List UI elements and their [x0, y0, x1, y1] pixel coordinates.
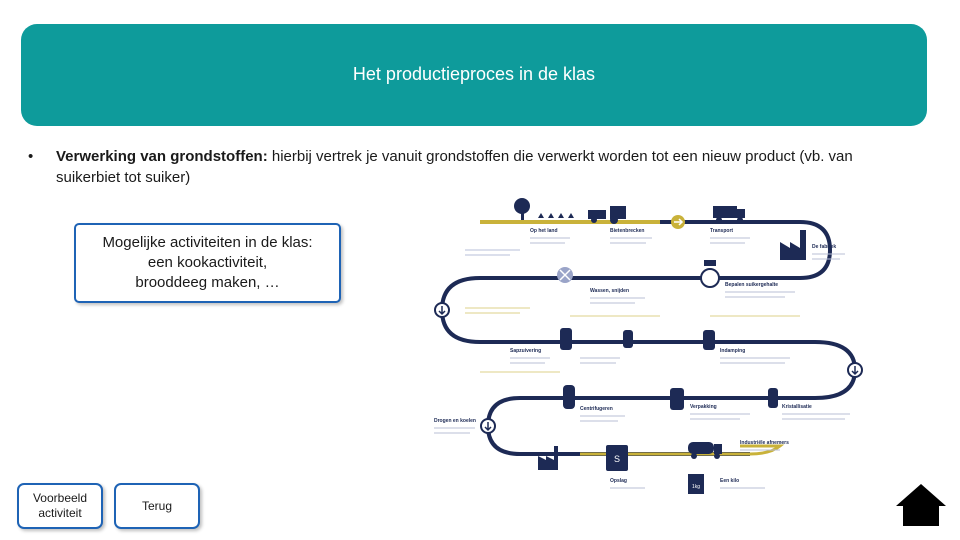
- step-label-13: Industriële afnemers: [740, 440, 789, 446]
- example-activity-label: Voorbeeld activiteit: [33, 491, 87, 521]
- slide-title: Het productieproces in de klas: [352, 63, 596, 84]
- process-path: [439, 220, 858, 456]
- back-button-label: Terug: [141, 498, 173, 513]
- activities-line-2: een kookactiviteit,: [147, 254, 268, 271]
- step-label-15: Verpakking: [690, 404, 717, 410]
- factory-icon-2: [538, 446, 558, 470]
- truck-icon: [713, 206, 745, 223]
- title-banner: Het productieproces in de klas: [21, 24, 927, 126]
- washing-icon: [557, 267, 573, 283]
- storage-silo-icon: S: [606, 445, 628, 471]
- step-label-12: Opslag: [610, 478, 627, 484]
- activities-box: Mogelijke activiteiten in de klas: een k…: [74, 223, 341, 303]
- factory-icon: [780, 230, 806, 260]
- arrow-icon-3: [851, 366, 859, 376]
- example-activity-label-line2: activiteit: [38, 506, 82, 520]
- step-label-9: Kristallisatie: [782, 404, 812, 410]
- tanker-truck-icon: [688, 442, 722, 459]
- step-label-7: Sapzuivering: [510, 348, 541, 354]
- bullet-text: Verwerking van grondstoffen: hierbij ver…: [56, 146, 906, 188]
- step-label-5: Wassen, snijden: [590, 288, 629, 294]
- arrow-icon-4: [484, 422, 492, 432]
- sugar-production-infographic: S 1kg Op het land Bietenbrecken Transpor…: [420, 190, 890, 500]
- step-label-2: Bietenbrecken: [610, 228, 644, 234]
- arrow-icon-1: [674, 218, 684, 226]
- step-label-1: Op het land: [530, 228, 558, 234]
- bullet-symbol: •: [28, 148, 34, 165]
- scale-icon: [700, 260, 720, 288]
- activities-line-1: Mogelijke activiteiten in de klas:: [102, 234, 313, 251]
- tank-icon-6: [768, 388, 778, 408]
- step-label-11: Drogen en koelen: [434, 418, 476, 424]
- sprouts-icon: [538, 213, 574, 218]
- infographic-svg: S 1kg Op het land Bietenbrecken Transpor…: [434, 198, 863, 494]
- tractor-icon: [588, 206, 626, 224]
- back-button[interactable]: Terug: [114, 483, 200, 529]
- tank-icon-5: [670, 388, 684, 410]
- tank-icon-3: [703, 330, 715, 350]
- bullet-description: hierbij vertrek je vanuit grondstoffen d…: [56, 148, 853, 186]
- bullet-bold-label: Verwerking van grondstoffen:: [56, 148, 268, 165]
- step-label-6: Bepalen suikergehalte: [725, 282, 778, 288]
- step-label-8: Indamping: [720, 348, 745, 354]
- activities-line-3: brooddeeg maken, …: [135, 274, 280, 291]
- home-button[interactable]: [894, 481, 948, 529]
- step-label-4: De fabriek: [812, 244, 836, 250]
- arrow-icon-2: [438, 306, 446, 316]
- home-icon: [896, 484, 946, 526]
- step-label-3: Transport: [710, 228, 733, 234]
- tank-icon-4: [563, 385, 575, 409]
- sugar-pack-icon: 1kg: [688, 474, 704, 494]
- note-lines: [465, 307, 800, 373]
- example-activity-button[interactable]: Voorbeeld activiteit: [17, 483, 103, 529]
- process-path-accent-lower: [740, 444, 785, 456]
- svg-text:1kg: 1kg: [692, 484, 700, 490]
- tank-icon-1: [560, 328, 572, 350]
- note-lines-blue: [465, 249, 520, 256]
- description-lines: [434, 237, 850, 489]
- step-label-14: Een kilo: [720, 478, 739, 484]
- example-activity-label-line1: Voorbeeld: [32, 491, 88, 505]
- step-label-10: Centrifugeren: [580, 406, 613, 412]
- svg-text:S: S: [614, 454, 620, 464]
- tree-icon: [514, 198, 530, 220]
- tank-icon-2: [623, 330, 633, 348]
